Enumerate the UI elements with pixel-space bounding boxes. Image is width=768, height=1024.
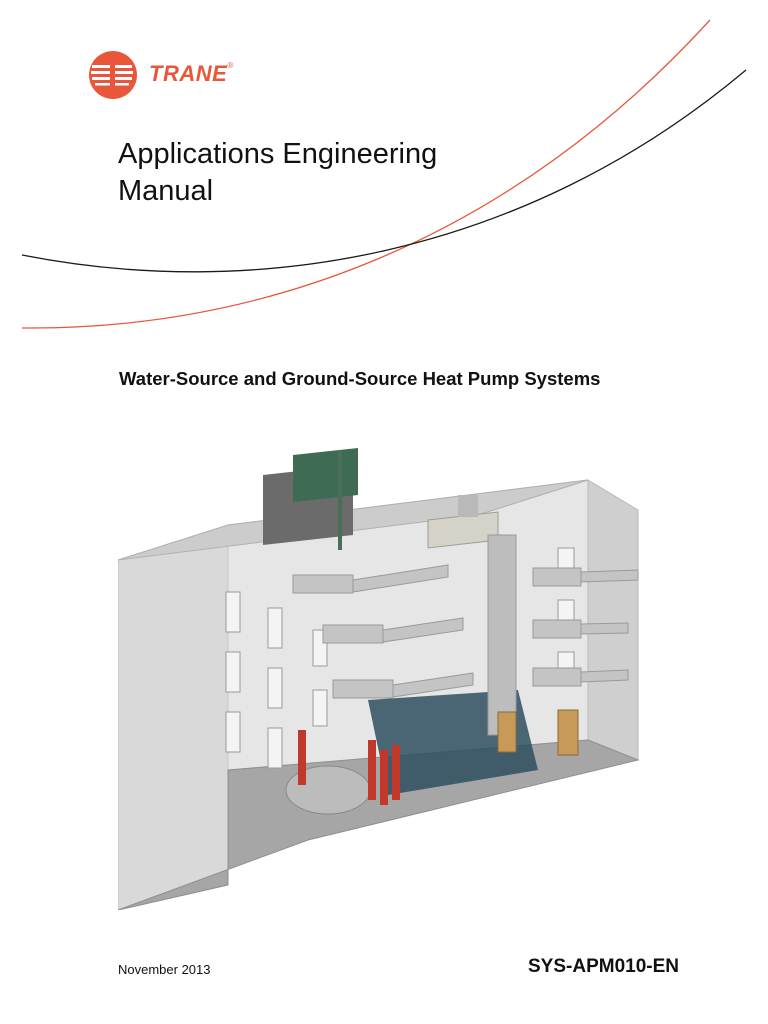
orange-swoosh-line — [21, 19, 711, 329]
brand-name: TRANE — [149, 61, 228, 86]
ductwork-group — [292, 564, 639, 699]
window-group — [225, 547, 575, 769]
trane-logo-icon — [89, 51, 137, 99]
trademark-symbol: ® — [227, 61, 234, 70]
boiler-equipment — [285, 730, 400, 815]
building-right-wall — [587, 479, 639, 761]
building-cutaway-illustration — [118, 448, 640, 910]
document-number: SYS-APM010-EN — [528, 956, 679, 977]
cooling-tower — [263, 448, 358, 550]
black-swoosh-line — [21, 69, 747, 273]
decorative-swoosh-lines — [21, 19, 747, 329]
building-left-wall — [118, 524, 229, 910]
building-floor — [118, 739, 640, 910]
trane-logo-wordmark: TRANE® — [149, 61, 234, 87]
door-group — [497, 709, 579, 756]
manual-title: Applications Engineering Manual — [118, 136, 538, 210]
manual-subtitle: Water-Source and Ground-Source Heat Pump… — [119, 368, 601, 389]
publication-date: November 2013 — [118, 962, 211, 977]
rooftop-unit — [427, 495, 499, 549]
manual-title-line-1: Applications Engineering — [118, 138, 438, 170]
vertical-riser-duct — [487, 534, 517, 736]
manual-title-line-2: Manual — [118, 175, 214, 207]
